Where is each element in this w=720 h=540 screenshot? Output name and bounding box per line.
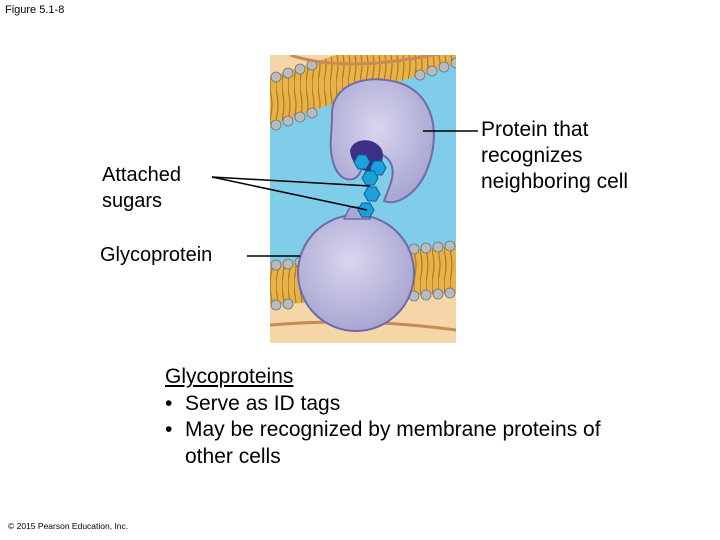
notes-title: Glycoproteins — [165, 365, 294, 388]
notes-bullet-text: Serve as ID tags — [185, 391, 341, 415]
membrane-illustration — [270, 55, 456, 343]
phospholipid-heads — [270, 57, 456, 311]
leader-attached-sugars-1 — [211, 176, 371, 187]
notes-bullet-text: May be recognized by membrane proteins o… — [185, 418, 601, 468]
attached-sugars — [353, 154, 387, 218]
leader-attached-sugars-2 — [211, 176, 368, 211]
cytoskeleton-fiber — [289, 55, 441, 66]
label-protein: Protein that recognizes neighboring cell — [481, 118, 629, 193]
receptor-protein — [329, 78, 435, 204]
label-attached-sugars: Attached sugars — [102, 164, 181, 212]
figure-label: Figure 5.1-8 — [5, 4, 65, 16]
label-glycoprotein: Glycoprotein — [100, 244, 213, 266]
copyright: © 2015 Pearson Education, Inc. — [8, 521, 129, 531]
notes-bullet: •Serve as ID tags — [165, 391, 341, 415]
notes-block: Glycoproteins •Serve as ID tags •May be … — [165, 364, 605, 470]
notes-bullet: •May be recognized by membrane proteins … — [165, 418, 601, 468]
